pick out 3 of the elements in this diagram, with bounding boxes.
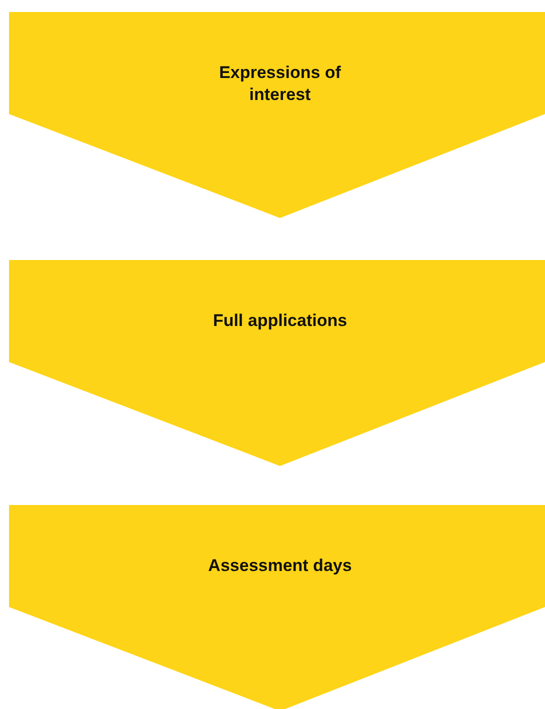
step-label: Expressions of interest <box>218 62 342 106</box>
step-label: Assessment days <box>207 555 353 577</box>
step-label: Full applications <box>212 310 348 332</box>
